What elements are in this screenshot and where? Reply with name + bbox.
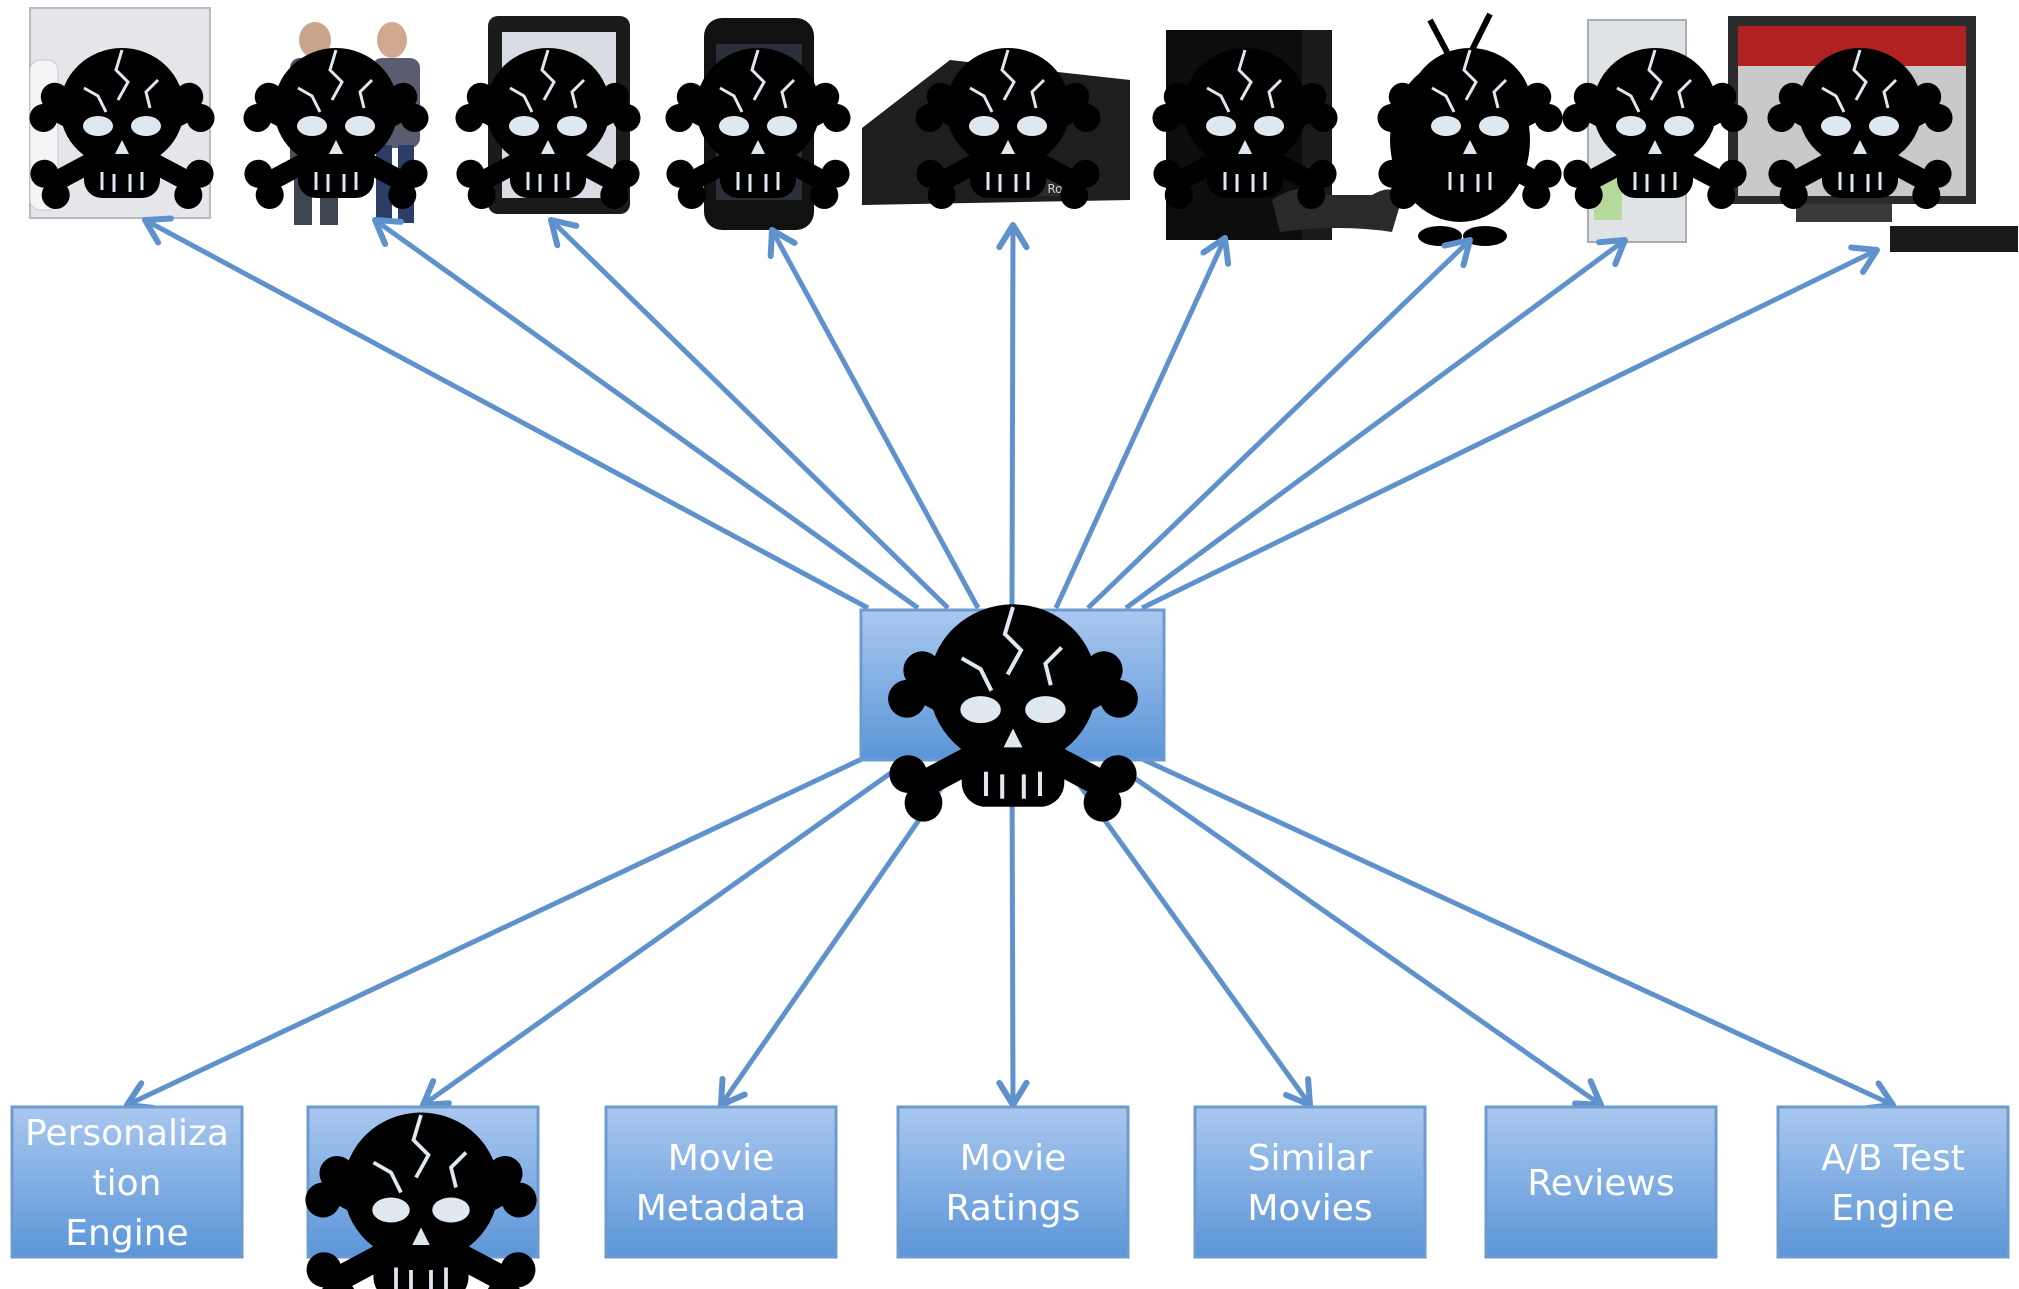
- service-label-6-line-1: Reviews: [1527, 1163, 1674, 1204]
- service-label-3-line-1: Movie: [668, 1138, 775, 1179]
- arrow-to-service-2: [420, 755, 914, 1108]
- service-label-1-line-1: Personaliza: [25, 1113, 229, 1154]
- service-label-3-line-2: Metadata: [636, 1188, 806, 1229]
- service-box-6: Reviews: [1484, 1105, 1718, 1259]
- arrow-to-service-6: [1104, 755, 1604, 1108]
- arrow-to-ipad: [548, 217, 950, 610]
- skull-crossbones-icon: [659, 46, 857, 216]
- arrow-to-service-4: [996, 757, 1030, 1108]
- service-label-7-line-2: Engine: [1831, 1188, 1954, 1229]
- arrow-to-tv: [1140, 244, 1880, 611]
- service-label-1-line-3: Engine: [65, 1213, 188, 1254]
- service-label-4-line-1: Movie: [960, 1138, 1067, 1179]
- arrow-to-service-7: [1138, 755, 1896, 1112]
- service-label-5-line-1: Similar: [1248, 1138, 1373, 1179]
- arrow-to-pc-mac-people: [372, 217, 920, 611]
- service-label-1-line-2: tion: [93, 1163, 162, 1204]
- arrow-to-iphone: [767, 227, 981, 610]
- arrow-to-xbox: [1124, 237, 1628, 611]
- service-boxes: PersonalizationEngineUser InfoMovieMetad…: [10, 1105, 2010, 1259]
- arrows: [124, 215, 1896, 1112]
- arrow-to-bug-mascot: [1086, 237, 1473, 610]
- service-label-7-line-1: A/B Test: [1821, 1138, 1965, 1179]
- arrow-to-roku: [996, 222, 1030, 609]
- service-label-4-line-2: Ratings: [946, 1188, 1081, 1229]
- arrow-to-wii-console: [142, 215, 870, 611]
- skull-crossbones-icon: [1556, 46, 1754, 216]
- service-label-5-line-2: Movies: [1247, 1188, 1372, 1229]
- arrow-to-ps3: [1053, 235, 1232, 610]
